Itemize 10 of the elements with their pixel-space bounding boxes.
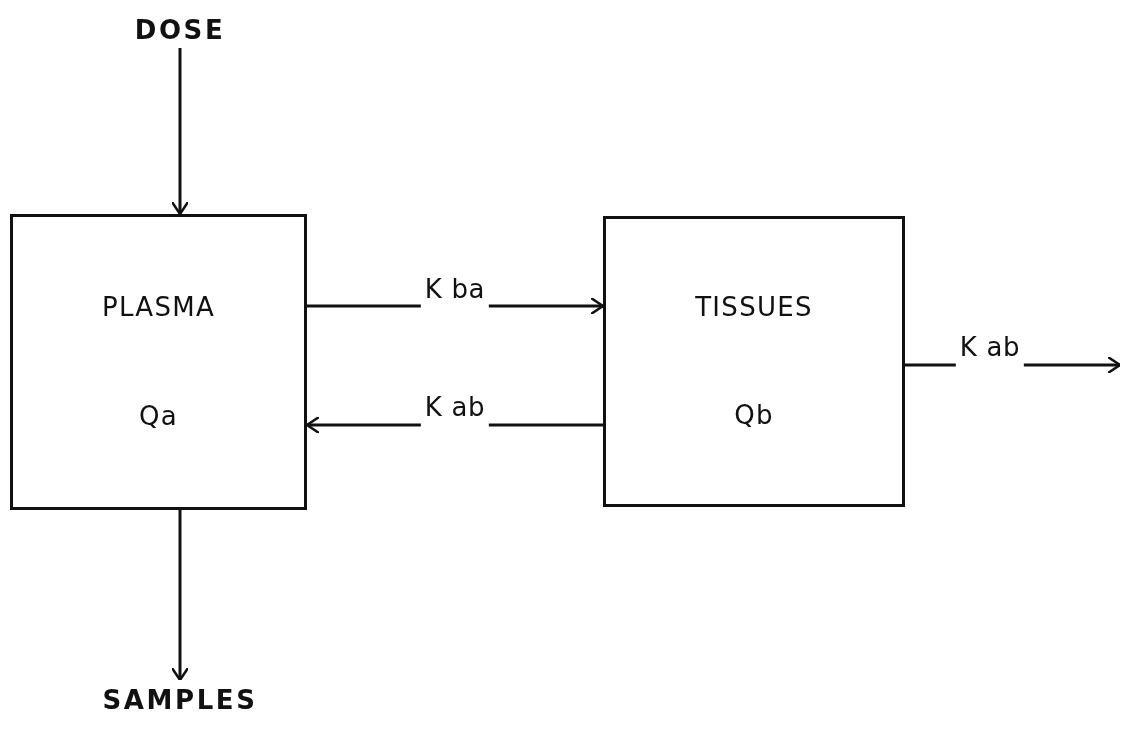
compartment-name: PLASMA <box>101 290 216 324</box>
quantity-label: Qb <box>734 399 774 432</box>
compartment-name: TISSUES <box>695 291 813 324</box>
compartment-box <box>603 216 905 507</box>
quantity-label: Qa <box>139 400 178 434</box>
arrow <box>170 48 190 216</box>
node-label: SAMPLES <box>90 680 270 720</box>
compartment-box <box>10 214 307 510</box>
arrow <box>170 510 190 682</box>
node-label: DOSE <box>120 12 240 48</box>
